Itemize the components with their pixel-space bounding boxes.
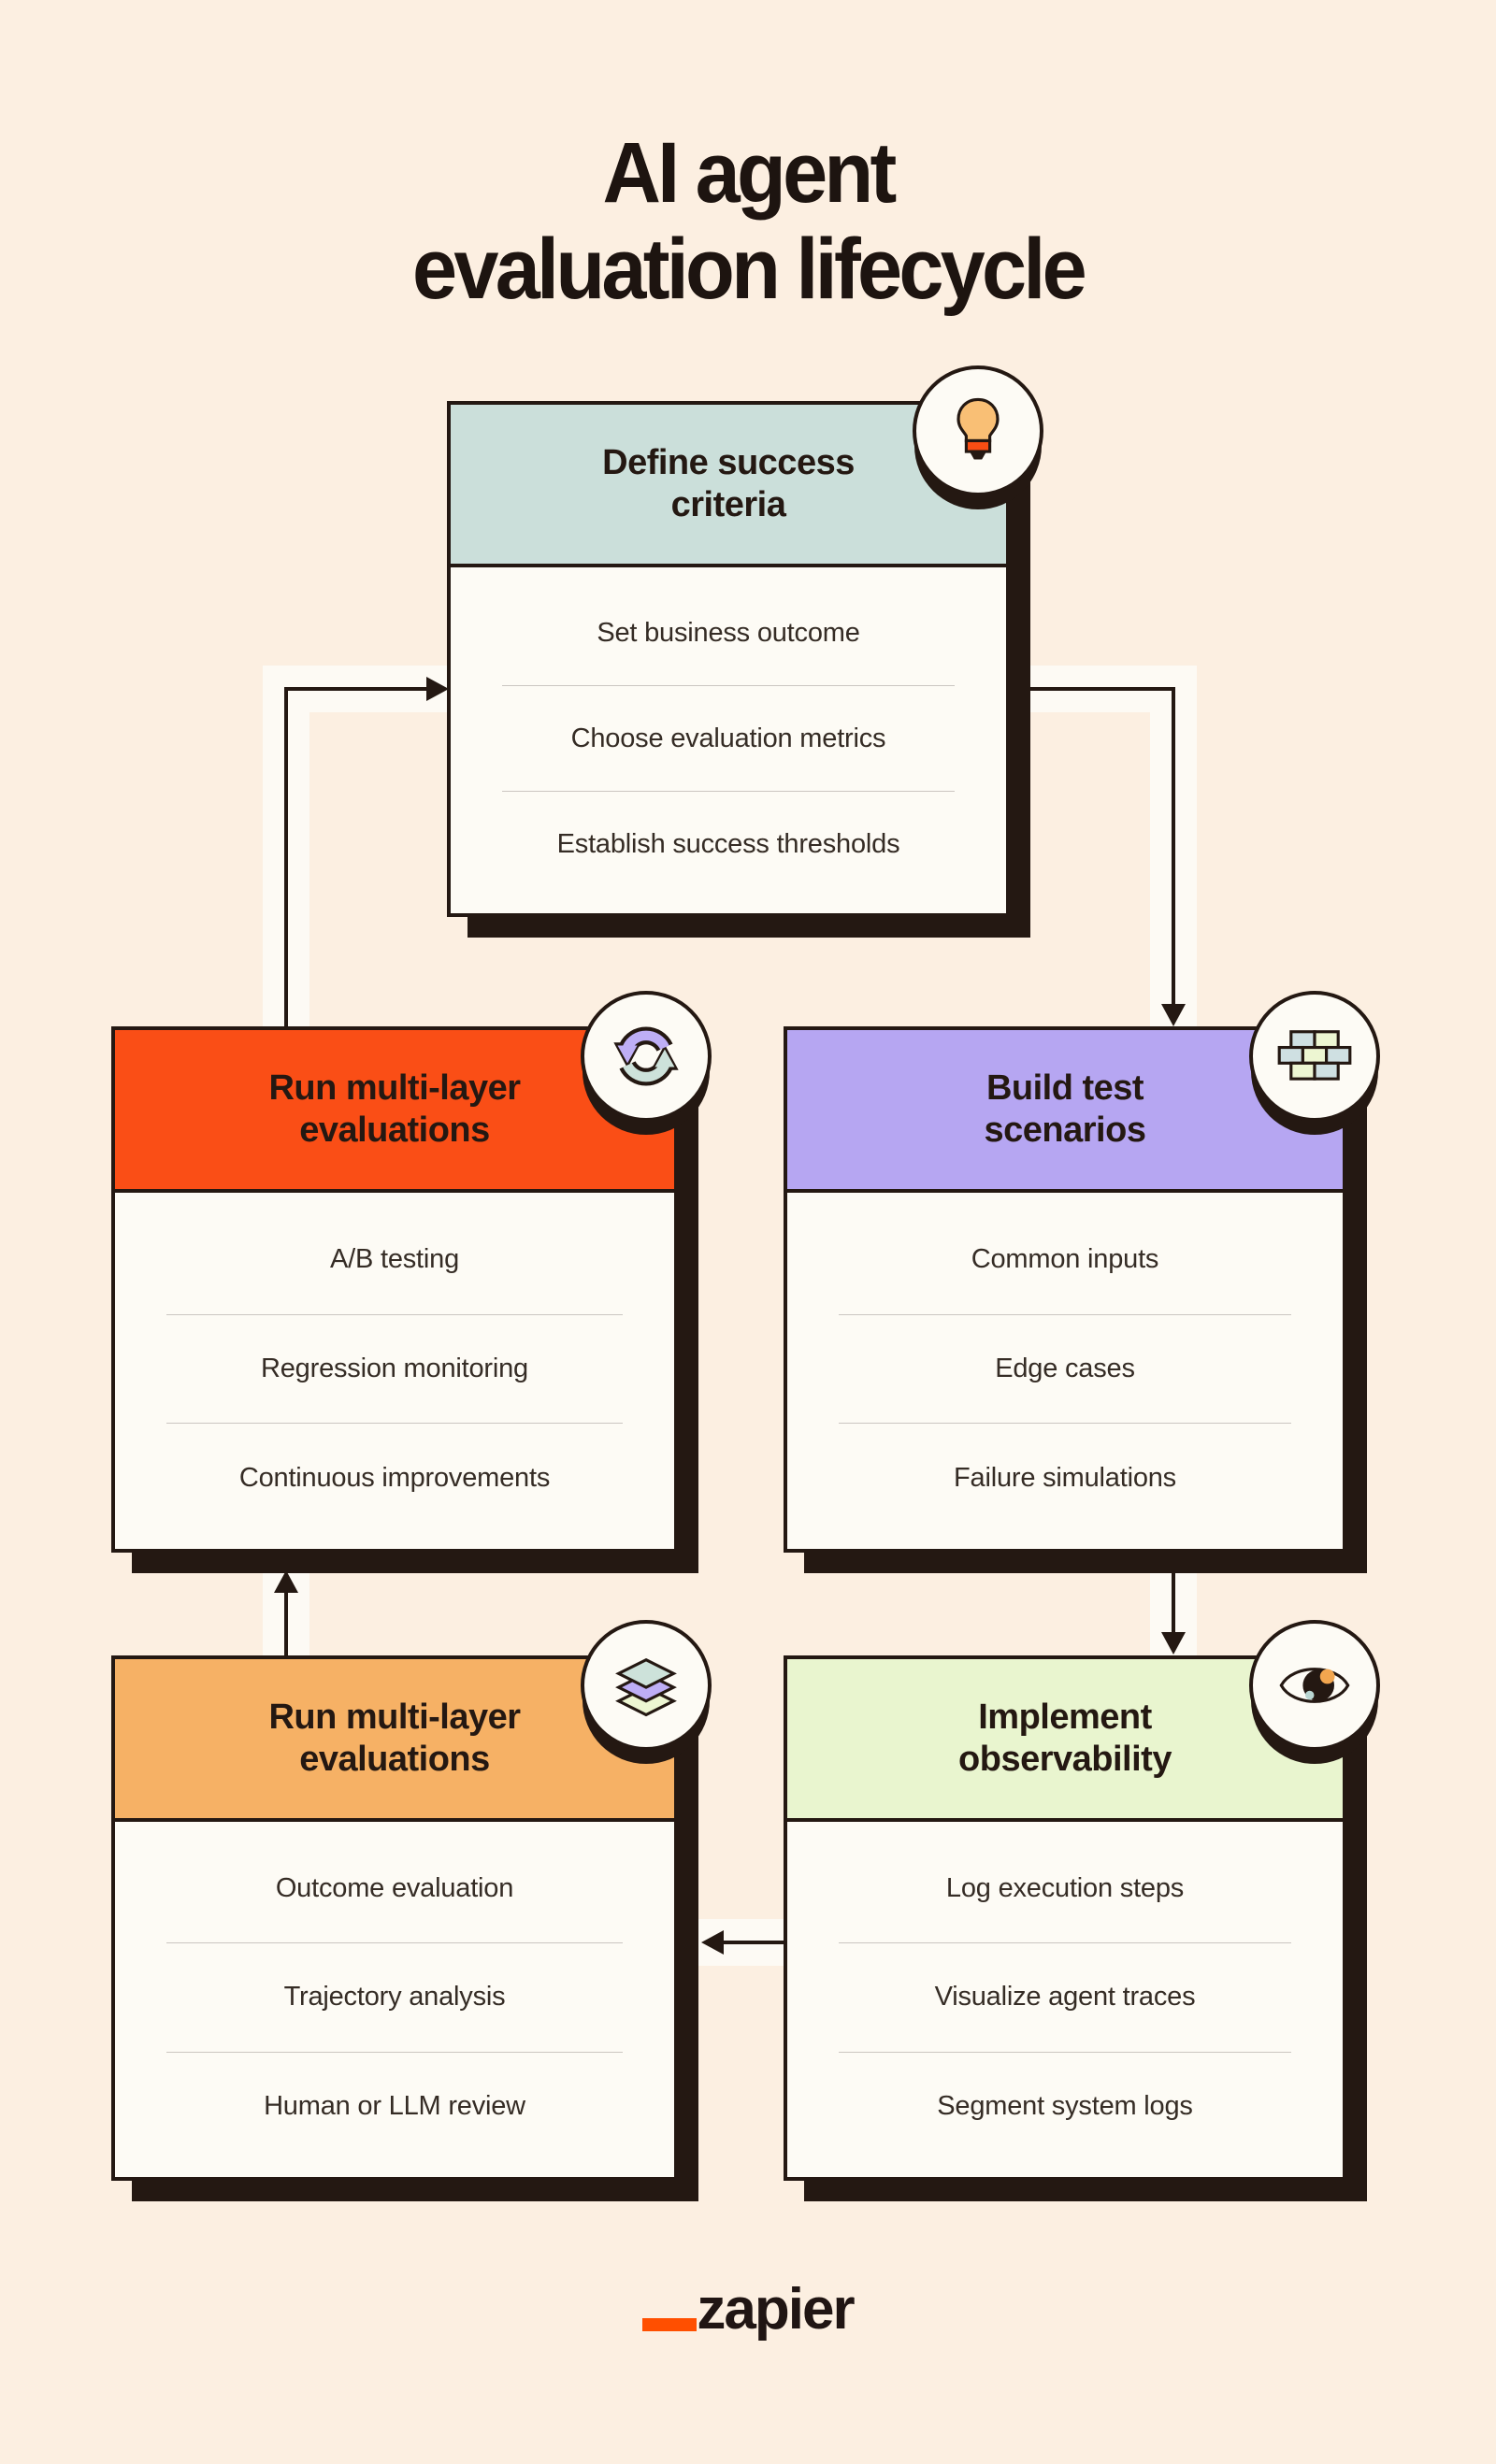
- page-title-line1: AI agent: [602, 124, 897, 221]
- card-item: Establish success thresholds: [556, 828, 900, 859]
- card-implement-observability: Implement observability Log execution st…: [784, 1620, 1380, 2181]
- card-title-line1: Implement: [978, 1698, 1152, 1738]
- card-item: Failure simulations: [954, 1462, 1176, 1493]
- card-title-line1: Run multi-layer: [268, 1698, 521, 1738]
- refresh-cycle-icon: [581, 991, 712, 1122]
- card-item: Continuous improvements: [238, 1462, 551, 1493]
- eye-icon: [1249, 1620, 1380, 1751]
- card-title-line1: Build test: [985, 1068, 1144, 1109]
- divider: [166, 1942, 623, 1944]
- card-item: Edge cases: [995, 1354, 1135, 1383]
- divider: [502, 685, 955, 686]
- card-build-test-scenarios: Build test scenarios Common inputs Edge …: [784, 991, 1380, 1553]
- card-item: Regression monitoring: [261, 1354, 528, 1383]
- lightbulb-icon: [913, 365, 1043, 496]
- divider: [839, 1423, 1291, 1425]
- card-title-line2: observability: [958, 1740, 1172, 1779]
- card-item: Visualize agent traces: [934, 1982, 1196, 2013]
- card-title-line2: evaluations: [299, 1110, 490, 1150]
- card-body: Common inputs Edge cases Failure simulat…: [787, 1193, 1343, 1549]
- layers-icon: [581, 1620, 712, 1751]
- card-header: Run multi-layer evaluations: [115, 1659, 674, 1822]
- card-item: Set business outcome: [597, 617, 860, 648]
- card-item: Choose evaluation metrics: [570, 723, 886, 753]
- card-define-success-criteria: Define success criteria Set business out…: [447, 365, 1043, 917]
- card-item: Trajectory analysis: [283, 1982, 506, 2013]
- divider: [166, 1423, 623, 1425]
- card-title-line2: scenarios: [984, 1110, 1146, 1150]
- card-item: A/B testing: [329, 1244, 460, 1275]
- card-run-multi-layer-evaluations-2: Run multi-layer evaluations Outcome eval…: [111, 1620, 712, 2181]
- page-title: AI agent evaluation lifecycle: [45, 125, 1451, 318]
- divider: [839, 1942, 1291, 1944]
- card-item: Human or LLM review: [264, 2090, 525, 2121]
- zapier-underscore-mark: [642, 2318, 698, 2331]
- card-run-multi-layer-evaluations: Run multi-layer evaluations A/B testing …: [111, 991, 712, 1553]
- divider: [839, 1313, 1291, 1315]
- page-title-line2: evaluation lifecycle: [412, 221, 1087, 317]
- card-item: Segment system logs: [937, 2090, 1193, 2121]
- card-title-line1: Run multi-layer: [268, 1068, 521, 1109]
- zapier-logo: zapier: [0, 2281, 1496, 2339]
- card-item: Outcome evaluation: [275, 1873, 514, 1904]
- card-body: Set business outcome Choose evaluation m…: [451, 567, 1006, 913]
- divider: [502, 791, 955, 792]
- brick-wall-icon: [1249, 991, 1380, 1122]
- card-title-line2: evaluations: [299, 1740, 490, 1779]
- zapier-wordmark: zapier: [697, 2277, 855, 2342]
- divider: [839, 2051, 1291, 2053]
- card-title-line2: criteria: [670, 485, 786, 524]
- card-body: Log execution steps Visualize agent trac…: [787, 1822, 1343, 2177]
- card-body: Outcome evaluation Trajectory analysis H…: [115, 1822, 674, 2177]
- divider: [166, 2051, 623, 2053]
- card-item: Common inputs: [971, 1244, 1159, 1275]
- divider: [166, 1313, 623, 1315]
- card-body: A/B testing Regression monitoring Contin…: [115, 1193, 674, 1549]
- card-title-line1: Define success: [602, 443, 855, 483]
- card-item: Log execution steps: [945, 1873, 1185, 1904]
